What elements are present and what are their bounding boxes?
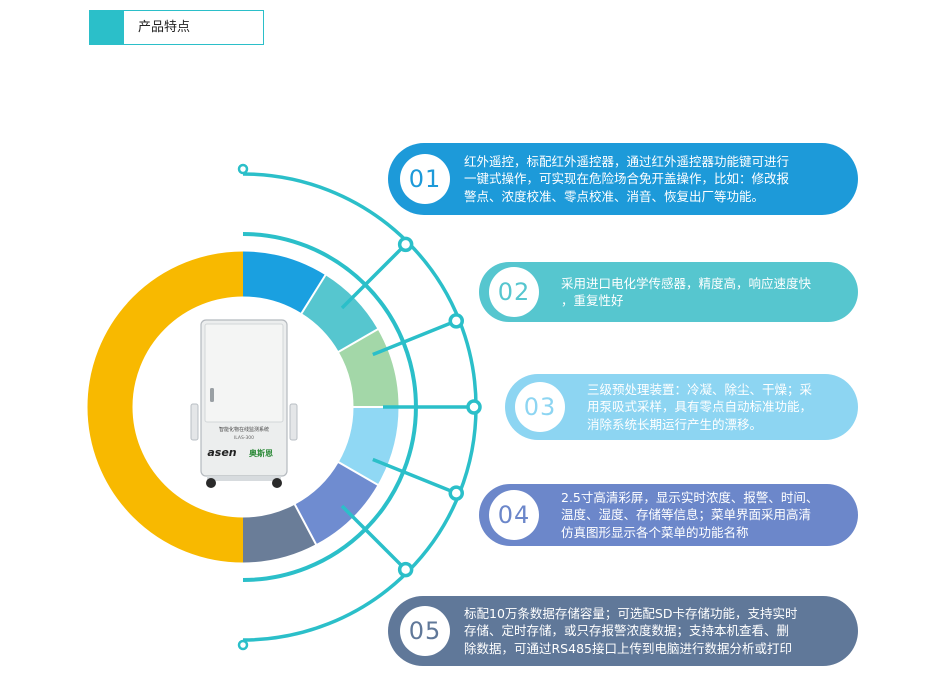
- connector-node-1: [397, 236, 414, 253]
- ring-separator-5: [292, 501, 319, 547]
- arc-end-dot-top: [237, 163, 249, 175]
- ring-segment-2: [300, 275, 378, 353]
- device-brand-logo: asen: [207, 446, 236, 459]
- feature-badge-05: 05: [400, 606, 450, 656]
- feature-card-04: 04 2.5寸高清彩屏，显示实时浓度、报警、时间、温度、湿度、存储等信息；菜单界…: [479, 484, 858, 546]
- feature-text-03: 三级预处理装置：冷凝、除尘、干燥；采用泵吸式采样，具有零点自动标准功能，消除系统…: [587, 381, 813, 432]
- ring-segment-5: [294, 461, 378, 545]
- connector-spoke-1: [340, 248, 402, 310]
- ring-segment-6: [242, 504, 316, 563]
- device-panel-model: ILAS-300: [234, 435, 254, 441]
- feature-text-02: 采用进口电化学传感器，精度高，响应速度快，重复性好: [561, 275, 812, 309]
- ring-separator-1: [299, 272, 328, 316]
- ring-segment-7: [87, 251, 244, 563]
- feature-card-02: 02 采用进口电化学传感器，精度高，响应速度快，重复性好: [479, 262, 858, 322]
- device-brand-cn: 奥斯恩: [248, 448, 273, 458]
- feature-card-05: 05 标配10万条数据存储容量；可选配SD卡存储功能，支持实时存储、定时存储，或…: [388, 596, 858, 666]
- ring-segment-4: [338, 406, 399, 485]
- segmented-ring: [87, 251, 401, 563]
- header-title: 产品特点: [138, 20, 191, 35]
- connector-node-5: [397, 561, 414, 578]
- connector-spoke-5: [340, 504, 402, 566]
- feature-badge-02: 02: [489, 267, 539, 317]
- feature-text-01: 红外遥控，标配红外遥控器，通过红外遥控器功能键可进行一键式操作，可实现在危险场合…: [464, 153, 790, 204]
- feature-card-01: 01 红外遥控，标配红外遥控器，通过红外遥控器功能键可进行一键式操作，可实现在危…: [388, 143, 858, 215]
- feature-badge-04: 04: [489, 490, 539, 540]
- gas-monitor-device-image: 智能化物在线监测系统 ILAS-300 asen 奥斯恩: [190, 319, 298, 488]
- connector-node-2: [448, 313, 465, 329]
- section-header: 产品特点: [89, 10, 264, 45]
- feature-card-03: 03 三级预处理装置：冷凝、除尘、干燥；采用泵吸式采样，具有零点自动标准功能，消…: [505, 374, 858, 440]
- ring-segment-1: [242, 251, 326, 314]
- header-accent-block: [90, 11, 124, 44]
- connector-spokes: [237, 163, 482, 651]
- connector-spoke-4: [372, 457, 451, 493]
- connector-node-4: [448, 485, 465, 501]
- ring-separator-2: [336, 327, 381, 354]
- arc-end-dot-bottom: [237, 639, 249, 651]
- feature-badge-01: 01: [400, 154, 450, 204]
- device-panel-title: 智能化物在线监测系统: [219, 426, 269, 433]
- ring-separator-4: [336, 460, 381, 487]
- feature-badge-03: 03: [515, 382, 565, 432]
- ring-segment-3: [338, 329, 399, 408]
- connector-node-3: [466, 399, 482, 415]
- connector-spoke-2: [372, 321, 451, 357]
- feature-text-05: 标配10万条数据存储容量；可选配SD卡存储功能，支持实时存储、定时存储，或只存报…: [464, 605, 798, 656]
- feature-text-04: 2.5寸高清彩屏，显示实时浓度、报警、时间、温度、湿度、存储等信息；菜单界面采用…: [561, 489, 819, 540]
